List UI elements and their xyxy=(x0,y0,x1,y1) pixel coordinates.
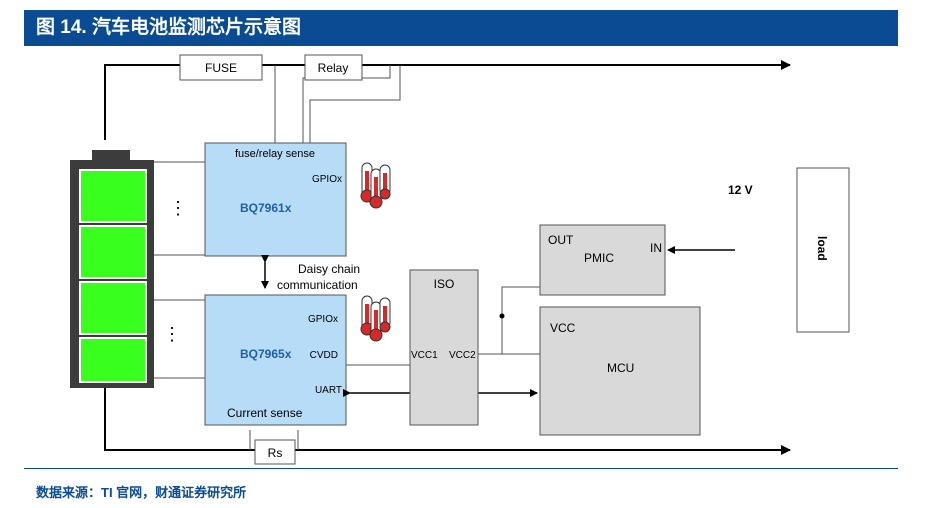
vcc-label: VCC xyxy=(550,321,576,335)
out-label: OUT xyxy=(548,233,574,247)
footer-divider xyxy=(24,468,898,469)
cvdd-label: CVDD xyxy=(310,350,338,361)
battery-monitor-diagram: FUSE Relay ⋮ ⋮ fuse/relay sense GPIOx BQ… xyxy=(70,54,850,465)
thermometer-icon xyxy=(360,162,391,209)
vcc2-label: VCC2 xyxy=(449,350,476,361)
mcu-box xyxy=(539,306,701,436)
daisy-chain-label: Daisy chain xyxy=(298,262,360,276)
communication-label: communication xyxy=(277,278,358,292)
fuse-relay-sense-label: fuse/relay sense xyxy=(235,148,315,160)
gpio-bottom-label: GPIOx xyxy=(308,314,338,325)
battery-cell-2 xyxy=(79,225,147,279)
top-power-line xyxy=(104,60,791,140)
bottom-power-line xyxy=(104,382,791,455)
battery-cell-3 xyxy=(79,281,147,335)
load-label: load xyxy=(815,236,829,261)
battery-cell-1 xyxy=(79,169,147,223)
bq7961-label: BQ7961x xyxy=(240,201,292,215)
figure-title: 图 14. 汽车电池监测芯片示意图 xyxy=(24,10,898,46)
dots-upper: ⋮ xyxy=(169,198,187,218)
fuse-box xyxy=(179,54,263,81)
battery-cell-4 xyxy=(79,337,147,383)
bq7965-chip xyxy=(204,294,347,426)
relay-label: Relay xyxy=(318,61,349,75)
current-sense-label: Current sense xyxy=(227,406,303,420)
dots-lower: ⋮ xyxy=(163,324,181,344)
rs-box xyxy=(254,439,296,465)
pmic-label: PMIC xyxy=(584,251,614,265)
bq7961-chip xyxy=(204,142,347,257)
source-note: 数据来源：TI 官网，财通证券研究所 xyxy=(36,485,247,500)
battery-pack xyxy=(70,150,154,388)
fuse-label: FUSE xyxy=(205,61,237,75)
voltage-label: 12 V xyxy=(728,183,753,197)
gpio-top-label: GPIOx xyxy=(312,174,342,185)
relay-box xyxy=(304,54,363,81)
thermometer-icon xyxy=(360,295,391,342)
in-label: IN xyxy=(650,241,662,255)
iso-box xyxy=(409,269,479,426)
vcc1-label: VCC1 xyxy=(411,350,438,361)
bq7965-label: BQ7965x xyxy=(240,347,292,361)
pmic-box xyxy=(539,224,666,296)
uart-label: UART xyxy=(315,385,342,396)
junction-dot xyxy=(499,313,505,319)
rs-label: Rs xyxy=(268,446,283,460)
load-box xyxy=(796,167,850,333)
iso-label: ISO xyxy=(434,277,455,291)
mcu-label: MCU xyxy=(607,361,634,375)
